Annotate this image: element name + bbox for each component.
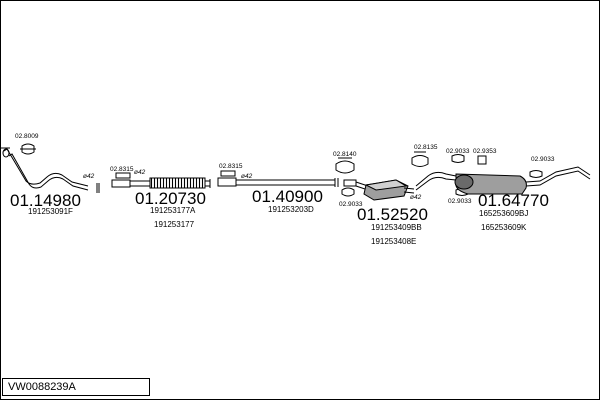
part-number: 191253409BB	[371, 223, 422, 232]
clamp-code-label: 02.9353	[473, 148, 497, 155]
intermediate-pipe-assembly	[217, 170, 339, 187]
part-number: 165253609BJ	[479, 209, 528, 218]
pipe-diameter-label: ø42	[410, 194, 422, 201]
flex-bellows-drawing	[149, 177, 206, 189]
clamp-drawing	[20, 143, 36, 155]
clamp-drawing	[341, 187, 355, 197]
flex-pipe-assembly	[111, 172, 211, 189]
section-number: 01.20730	[135, 189, 206, 208]
clamp-code-label: 02.8315	[110, 166, 134, 173]
part-number: 165253609K	[481, 223, 527, 232]
middle-silencer-assembly	[335, 157, 415, 201]
clamp-code-label: 02.9033	[531, 156, 555, 163]
section-number: 01.52520	[357, 205, 428, 224]
clamp-drawing	[451, 154, 465, 163]
pipe-diameter-label: ø42	[241, 173, 253, 180]
front-pipe-assembly	[1, 143, 100, 193]
clamp-drawing	[529, 170, 543, 178]
front-pipe-drawing	[3, 148, 89, 191]
part-number: 191253177	[154, 220, 195, 229]
part-number: 191253177A	[150, 206, 196, 215]
part-number: 191253203D	[268, 205, 314, 214]
clamp-code-label: 02.9033	[446, 148, 470, 155]
rear-silencer-assembly	[411, 151, 591, 196]
clamp-code-label: 02.8135	[414, 144, 438, 151]
diagram-code-box: VW0088239A	[2, 378, 150, 396]
clamp-code-label: 02.8140	[333, 151, 357, 158]
pipe-diameter-label: ø42	[83, 173, 95, 180]
section-number: 01.40900	[252, 187, 323, 206]
pipe-diameter-label: ø42	[134, 169, 146, 176]
section-number: 01.64770	[478, 191, 549, 210]
clamp-code-label: 02.8009	[15, 133, 39, 140]
clamp-drawing	[335, 157, 355, 174]
clamp-code-label: 02.9033	[339, 201, 363, 208]
clamp-drawing	[411, 151, 429, 167]
part-number: 191253408E	[371, 237, 416, 246]
clamp-code-label: 02.9033	[448, 198, 472, 205]
section-number: 01.14980	[10, 191, 81, 210]
part-number: 191253091F	[28, 207, 73, 216]
clamp-code-label: 02.8315	[219, 163, 243, 170]
